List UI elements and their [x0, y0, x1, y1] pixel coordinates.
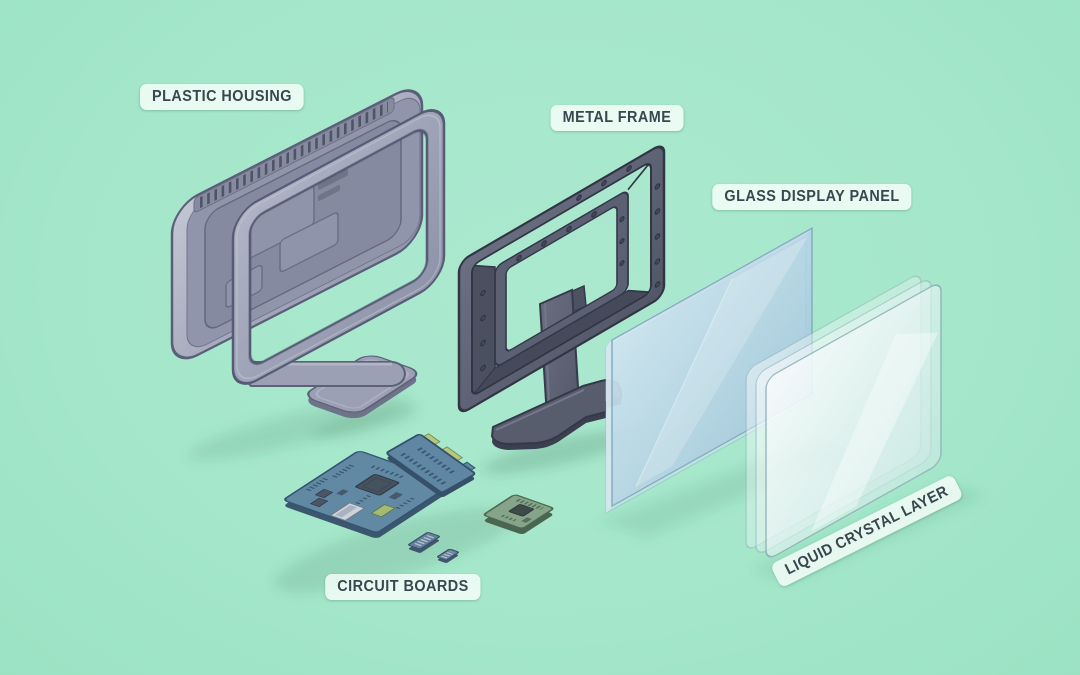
glass-panel [605, 227, 813, 515]
label-circuit-boards: CIRCUIT BOARDS [325, 574, 481, 600]
frame-screws [480, 165, 661, 372]
label-glass-display-panel: GLASS DISPLAY PANEL [712, 184, 912, 210]
metal-frame [457, 145, 666, 413]
label-plastic-housing: PLASTIC HOUSING [139, 84, 305, 110]
plastic-front-bezel [231, 109, 446, 385]
circuit-board-card [386, 433, 476, 497]
circuit-board-green [483, 494, 554, 534]
lcd-layer-stack [745, 275, 942, 558]
label-metal-frame: METAL FRAME [550, 105, 684, 131]
memory-modules [408, 532, 459, 563]
plastic-stand [243, 355, 418, 419]
vent-grille [193, 97, 395, 213]
circuit-boards-group [284, 433, 554, 563]
